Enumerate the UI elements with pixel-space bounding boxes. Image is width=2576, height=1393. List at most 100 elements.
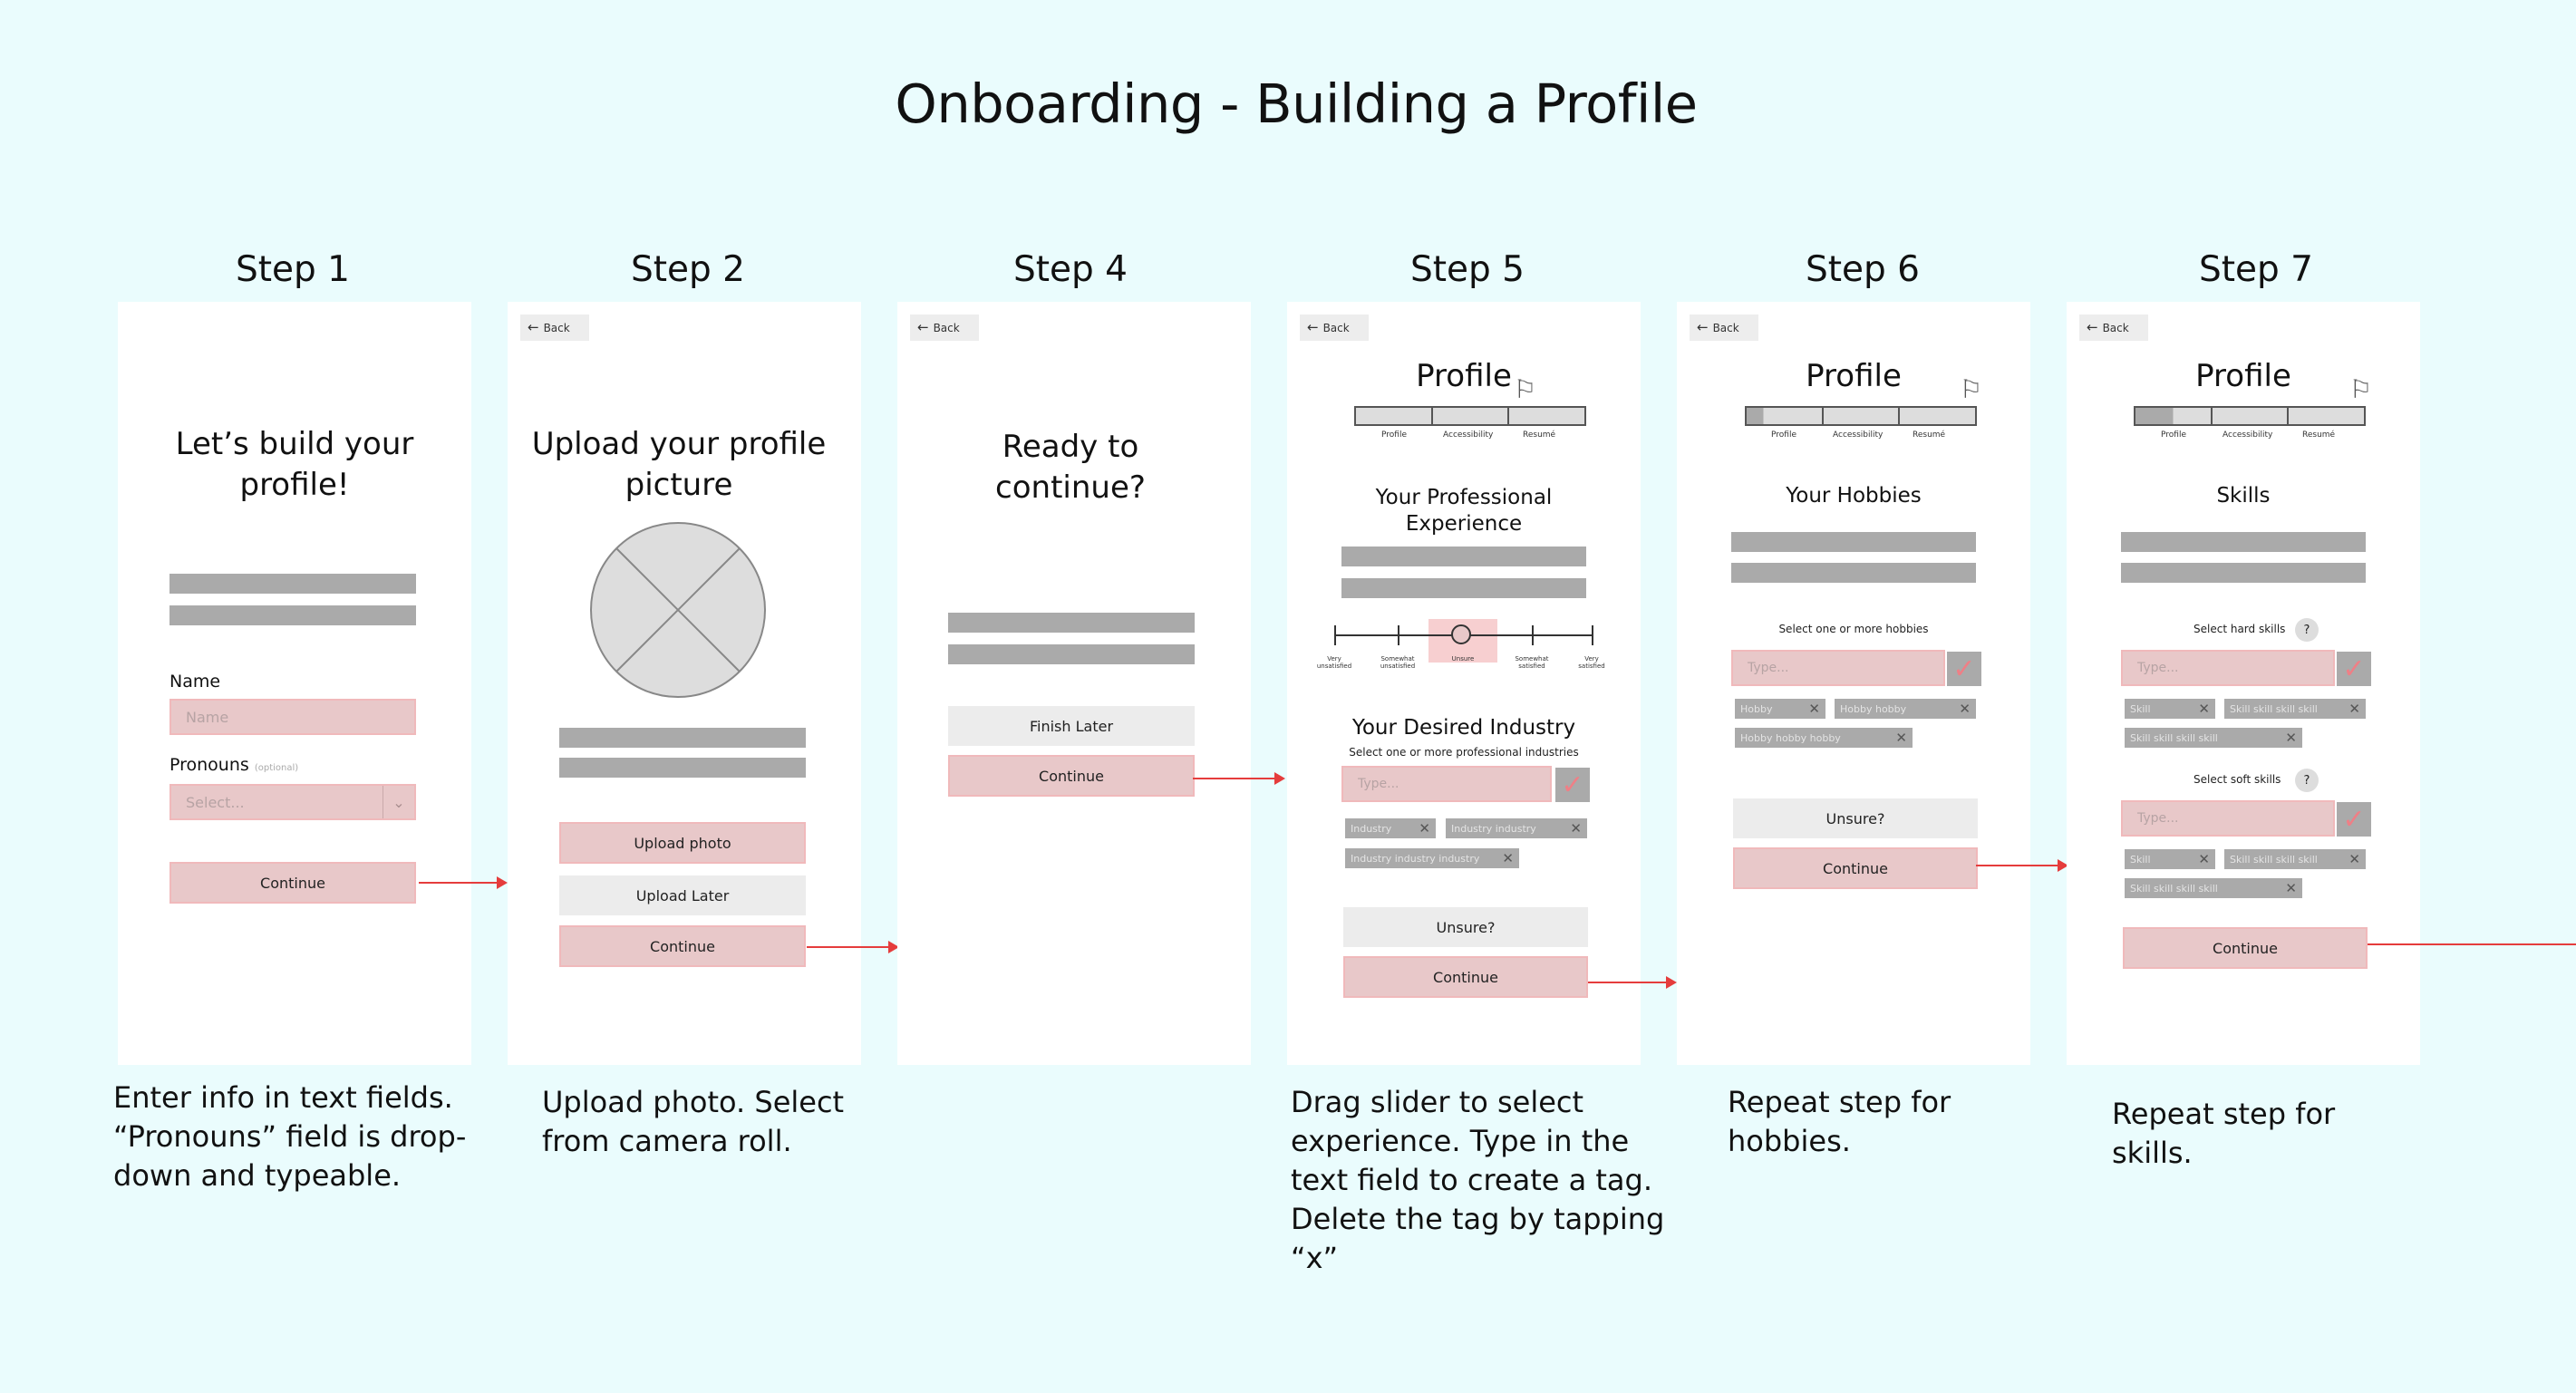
step-6-screen: ←Back Profile ⚐ Profile Accessibility Re… (1677, 302, 2030, 1065)
text-placeholder-bar (559, 758, 806, 778)
flag-icon: ⚐ (1514, 374, 1537, 404)
step-7-screen: ←Back Profile ⚐ Profile Accessibility Re… (2067, 302, 2420, 1065)
continue-button[interactable]: Continue (169, 862, 416, 904)
close-icon: ✕ (2198, 851, 2210, 867)
industry-input[interactable]: Type... (1341, 766, 1552, 802)
continue-button[interactable]: Continue (1343, 956, 1588, 998)
help-icon[interactable]: ? (2295, 769, 2319, 792)
back-button[interactable]: ←Back (1690, 314, 1758, 341)
industry-tag[interactable]: Industry industry✕ (1446, 818, 1587, 838)
progress-bar (2134, 406, 2366, 426)
flow-arrow (419, 876, 508, 889)
skill-tag[interactable]: Skill skill skill skill✕ (2224, 699, 2366, 719)
skills-heading: Skills (2216, 484, 2271, 508)
hobby-tag[interactable]: Hobby hobby✕ (1835, 699, 1976, 719)
check-icon[interactable]: ✓ (2337, 802, 2371, 837)
soft-skill-input[interactable]: Type... (2121, 800, 2335, 837)
progress-label: Resumé (1913, 430, 1946, 440)
step-4-heading: Ready to continue? (995, 429, 1146, 506)
hobby-tag[interactable]: Hobby hobby hobby✕ (1735, 728, 1913, 748)
step-1-heading: Let’s build your profile! (175, 426, 414, 503)
finish-later-button[interactable]: Finish Later (948, 706, 1195, 746)
continue-button[interactable]: Continue (559, 925, 806, 967)
text-placeholder-bar (1341, 578, 1586, 598)
text-placeholder-bar (2121, 563, 2366, 583)
arrow-left-icon: ← (1307, 319, 1319, 335)
chevron-down-icon: ⌄ (383, 786, 414, 818)
close-icon: ✕ (2198, 701, 2210, 717)
arrow-left-icon: ← (917, 319, 929, 335)
check-icon[interactable]: ✓ (2337, 652, 2371, 686)
step-5-description: Drag slider to select experience. Type i… (1291, 1085, 1665, 1275)
arrow-left-icon: ← (528, 319, 539, 335)
continue-button[interactable]: Continue (948, 755, 1195, 797)
progress-bar (1354, 406, 1586, 426)
text-placeholder-bar (559, 728, 806, 748)
step-7-label: Step 7 (2198, 249, 2313, 290)
check-icon[interactable]: ✓ (1947, 652, 1981, 686)
flag-icon: ⚐ (1960, 374, 1983, 404)
skill-tag[interactable]: Skill skill skill skill✕ (2125, 728, 2302, 748)
text-placeholder-bar (2121, 532, 2366, 552)
step-6-label: Step 6 (1805, 249, 1920, 290)
continue-button[interactable]: Continue (1733, 847, 1978, 889)
step-5-screen: ←Back Profile ⚐ Profile Accessibility Re… (1287, 302, 1641, 1065)
upload-photo-button[interactable]: Upload photo (559, 822, 806, 864)
slider-scale-labels: Very unsatisfied Somewhat unsatisfied Un… (1316, 655, 1605, 670)
progress-label: Resumé (2302, 430, 2336, 440)
pronouns-label: Pronouns (optional) (169, 755, 299, 775)
text-placeholder-bar (948, 644, 1195, 664)
upload-later-button[interactable]: Upload Later (559, 875, 806, 915)
arrow-left-icon: ← (2087, 319, 2098, 335)
back-button[interactable]: ←Back (520, 314, 589, 341)
profile-heading: Profile (1416, 358, 1512, 394)
close-icon: ✕ (2285, 730, 2297, 746)
check-icon[interactable]: ✓ (1555, 768, 1590, 802)
flow-arrow (1976, 859, 2068, 872)
name-field[interactable]: Name (169, 699, 416, 735)
text-placeholder-bar (169, 605, 416, 625)
industry-tag[interactable]: Industry industry industry✕ (1345, 848, 1519, 868)
unsure-button[interactable]: Unsure? (1343, 907, 1588, 947)
progress-label: Resumé (1523, 430, 1556, 440)
close-icon: ✕ (1895, 730, 1907, 746)
slider-tick (1532, 625, 1534, 645)
close-icon: ✕ (2285, 880, 2297, 896)
step-2-label: Step 2 (630, 249, 745, 290)
industry-tag[interactable]: Industry✕ (1345, 818, 1436, 838)
text-placeholder-bar (1341, 547, 1586, 566)
close-icon: ✕ (2348, 851, 2360, 867)
progress-label: Accessibility (1443, 430, 1494, 440)
image-placeholder-icon (590, 522, 766, 698)
step-2-heading: Upload your profile picture (531, 426, 827, 503)
slider-tick (1398, 625, 1399, 645)
hard-skill-input[interactable]: Type... (2121, 650, 2335, 686)
step-2-description: Upload photo. Select from camera roll. (542, 1085, 845, 1158)
step-4-screen: ←Back Ready to continue? Finish Later Co… (897, 302, 1251, 1065)
hobby-input[interactable]: Type... (1731, 650, 1945, 686)
flag-icon: ⚐ (2349, 374, 2373, 404)
unsure-button[interactable]: Unsure? (1733, 798, 1978, 838)
soft-skills-label: Select soft skills (2193, 773, 2281, 786)
pronouns-dropdown[interactable]: Select... ⌄ (169, 784, 416, 820)
step-1-label: Step 1 (235, 249, 350, 290)
slider-tick (1592, 625, 1593, 645)
skill-tag[interactable]: Skill skill skill skill✕ (2125, 878, 2302, 898)
step-4-label: Step 4 (1012, 249, 1128, 290)
help-icon[interactable]: ? (2295, 618, 2319, 642)
progress-label: Accessibility (1833, 430, 1884, 440)
back-button[interactable]: ←Back (910, 314, 979, 341)
slider-thumb[interactable] (1451, 624, 1471, 644)
text-placeholder-bar (948, 613, 1195, 633)
close-icon: ✕ (1570, 820, 1582, 837)
back-button[interactable]: ←Back (1300, 314, 1369, 341)
flow-arrow (1588, 976, 1677, 989)
progress-bar (1745, 406, 1977, 426)
skill-tag[interactable]: Skill✕ (2125, 849, 2215, 869)
industry-heading: Your Desired Industry (1351, 716, 1576, 740)
skill-tag[interactable]: Skill skill skill skill✕ (2224, 849, 2366, 869)
skill-tag[interactable]: Skill✕ (2125, 699, 2215, 719)
continue-button[interactable]: Continue (2123, 927, 2368, 969)
hobby-tag[interactable]: Hobby✕ (1735, 699, 1825, 719)
back-button[interactable]: ←Back (2079, 314, 2148, 341)
